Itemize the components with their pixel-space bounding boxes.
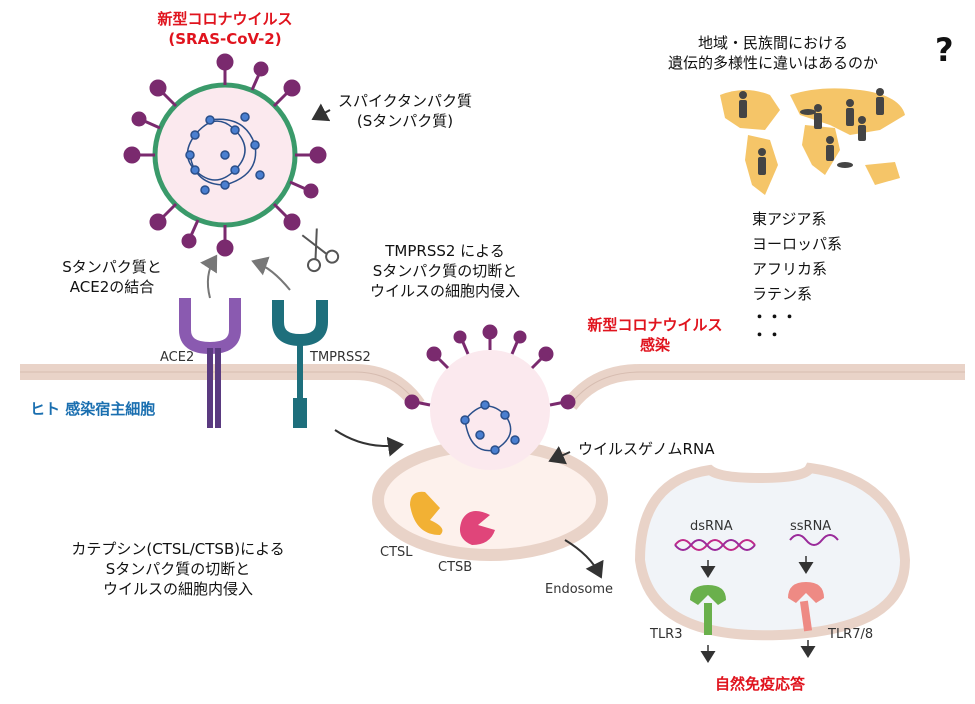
diversity-question-1: 地域・民族間における [697,34,848,52]
cathepsin-note-2: Sタンパク質の切断と [105,560,251,578]
tlr78-receptor [788,556,824,658]
ctsl-enzyme [410,491,443,535]
ctsb-enzyme [459,511,495,545]
question-mark-icon: ? [935,31,954,69]
binding-label-2: ACE2の結合 [69,278,155,296]
cathepsin-note-3: ウイルスの細胞内侵入 [102,580,253,598]
population-african: アフリカ系 [752,260,828,278]
dsrna-strand [674,539,756,551]
tmprss2-note-3: ウイルスの細胞内侵入 [369,282,520,300]
tmprss2-protein [272,300,328,428]
ctsb-label: CTSB [438,560,473,575]
tlr3-receptor [690,560,726,663]
diversity-question-2: 遺伝的多様性に違いはあるのか [667,54,878,72]
population-latin: ラテン系 [752,285,813,303]
infection-label-2: 感染 [639,336,670,354]
virus-title: 新型コロナウイルス [157,10,293,28]
ssrna-strand [789,534,839,546]
tmprss2-label: TMPRSS2 [310,350,371,365]
cathepsin-note-1: カテプシン(CTSL/CTSB)による [71,540,285,558]
population-east-asian: 東アジア系 [752,210,827,228]
virus-entering [404,324,576,470]
population-ellipsis-1: ・・・ [752,308,798,326]
binding-label-1: Sタンパク質と [62,258,162,276]
spike-protein-label-1: スパイクタンパク質 [337,92,473,110]
tlr78-label: TLR7/8 [828,627,874,642]
population-european: ヨーロッパ系 [752,235,843,253]
person-icon [739,88,884,175]
ssrna-label: ssRNA [790,519,832,534]
scissors-icon [301,228,340,273]
population-ellipsis-2: ・・ [752,326,783,344]
dsrna-label: dsRNA [690,519,733,534]
ace2-label: ACE2 [160,350,195,365]
tmprss2-note-2: Sタンパク質の切断と [372,262,518,280]
spike-protein-label-2: (Sタンパク質) [356,112,454,130]
host-cell-label: ヒト 感染宿主細胞 [30,400,156,418]
infection-label-1: 新型コロナウイルス [587,316,723,334]
endosome [634,462,911,641]
ctsl-label: CTSL [380,545,413,560]
tmprss2-note-1: TMPRSS2 による [385,242,505,260]
ace2-receptor [179,298,241,428]
arrows [200,103,604,579]
innate-immunity-label: 自然免疫応答 [714,675,805,693]
tlr3-label: TLR3 [650,627,683,642]
virus-large [123,53,327,257]
endosome-label: Endosome [545,582,614,597]
virus-subtitle: (SRAS-CoV-2) [168,30,282,48]
viral-rna-label: ウイルスゲノムRNA [578,440,715,458]
